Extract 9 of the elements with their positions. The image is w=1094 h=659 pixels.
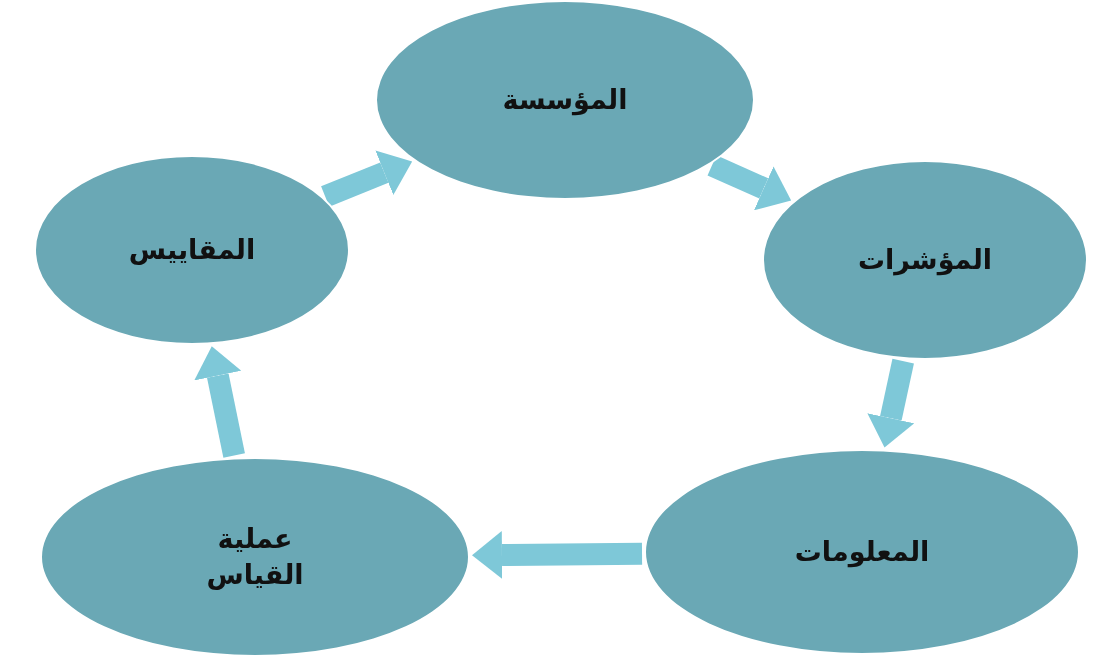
node-label: المؤشرات <box>857 243 993 278</box>
node-label: المعلومات <box>794 535 930 570</box>
block-arrow <box>707 155 792 211</box>
node-label: المؤسسة <box>502 83 628 118</box>
block-arrow <box>194 346 245 458</box>
node-label: عملية القياس <box>205 522 305 592</box>
block-arrow <box>471 530 643 579</box>
block-arrow <box>867 358 915 448</box>
node-label: المقاييس <box>128 233 256 267</box>
